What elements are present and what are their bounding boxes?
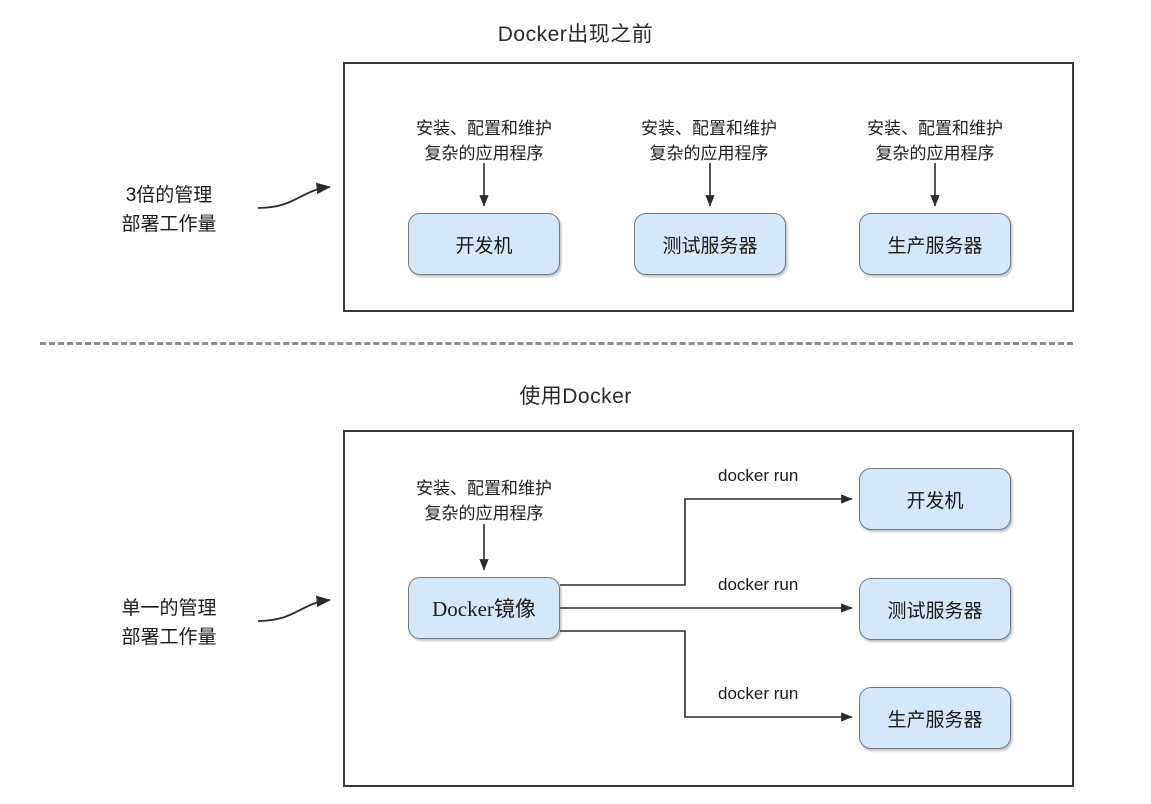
node-dev-machine-before[interactable]: 开发机: [408, 213, 560, 275]
caption-2-line2: 复杂的应用程序: [649, 143, 769, 163]
section-title-using-docker: 使用Docker: [519, 385, 632, 408]
caption-2-line1: 安装、配置和维护: [641, 119, 777, 138]
annotation-before-line1: 3倍的管理: [125, 185, 213, 206]
caption-install-configure-4: 安装、配置和维护 复杂的应用程序: [384, 477, 584, 526]
curved-arrow-before: [257, 182, 331, 209]
caption-3-line1: 安装、配置和维护: [867, 119, 1003, 138]
annotation-before-line2: 部署工作量: [121, 213, 217, 235]
caption-4-line2: 复杂的应用程序: [424, 503, 544, 523]
edge-label-docker-run-1: docker run: [718, 466, 799, 485]
edge-label-docker-run-3: docker run: [718, 684, 799, 703]
caption-3-line2: 复杂的应用程序: [875, 143, 995, 163]
caption-1-line1: 安装、配置和维护: [416, 119, 552, 138]
curved-arrow-after: [257, 595, 331, 622]
node-dev-machine-after[interactable]: 开发机: [859, 468, 1011, 530]
node-prod-server-before[interactable]: 生产服务器: [859, 213, 1011, 275]
section-divider: [40, 342, 1073, 345]
annotation-after-line1: 单一的管理: [121, 598, 217, 619]
caption-install-configure-3: 安装、配置和维护 复杂的应用程序: [835, 117, 1035, 166]
node-prod-server-after[interactable]: 生产服务器: [859, 687, 1011, 749]
caption-install-configure-2: 安装、配置和维护 复杂的应用程序: [609, 117, 809, 166]
edge-label-docker-run-2: docker run: [718, 575, 799, 594]
node-test-server-after[interactable]: 测试服务器: [859, 578, 1011, 640]
annotation-after-line2: 部署工作量: [121, 626, 217, 648]
annotation-before-docker: 3倍的管理 部署工作量: [84, 182, 254, 239]
node-test-server-before[interactable]: 测试服务器: [634, 213, 786, 275]
caption-install-configure-1: 安装、配置和维护 复杂的应用程序: [384, 117, 584, 166]
node-docker-image[interactable]: Docker镜像: [408, 577, 560, 639]
section-title-before-docker: Docker出现之前: [497, 23, 654, 46]
caption-1-line2: 复杂的应用程序: [424, 143, 544, 163]
annotation-using-docker: 单一的管理 部署工作量: [84, 595, 254, 652]
caption-4-line1: 安装、配置和维护: [416, 479, 552, 498]
